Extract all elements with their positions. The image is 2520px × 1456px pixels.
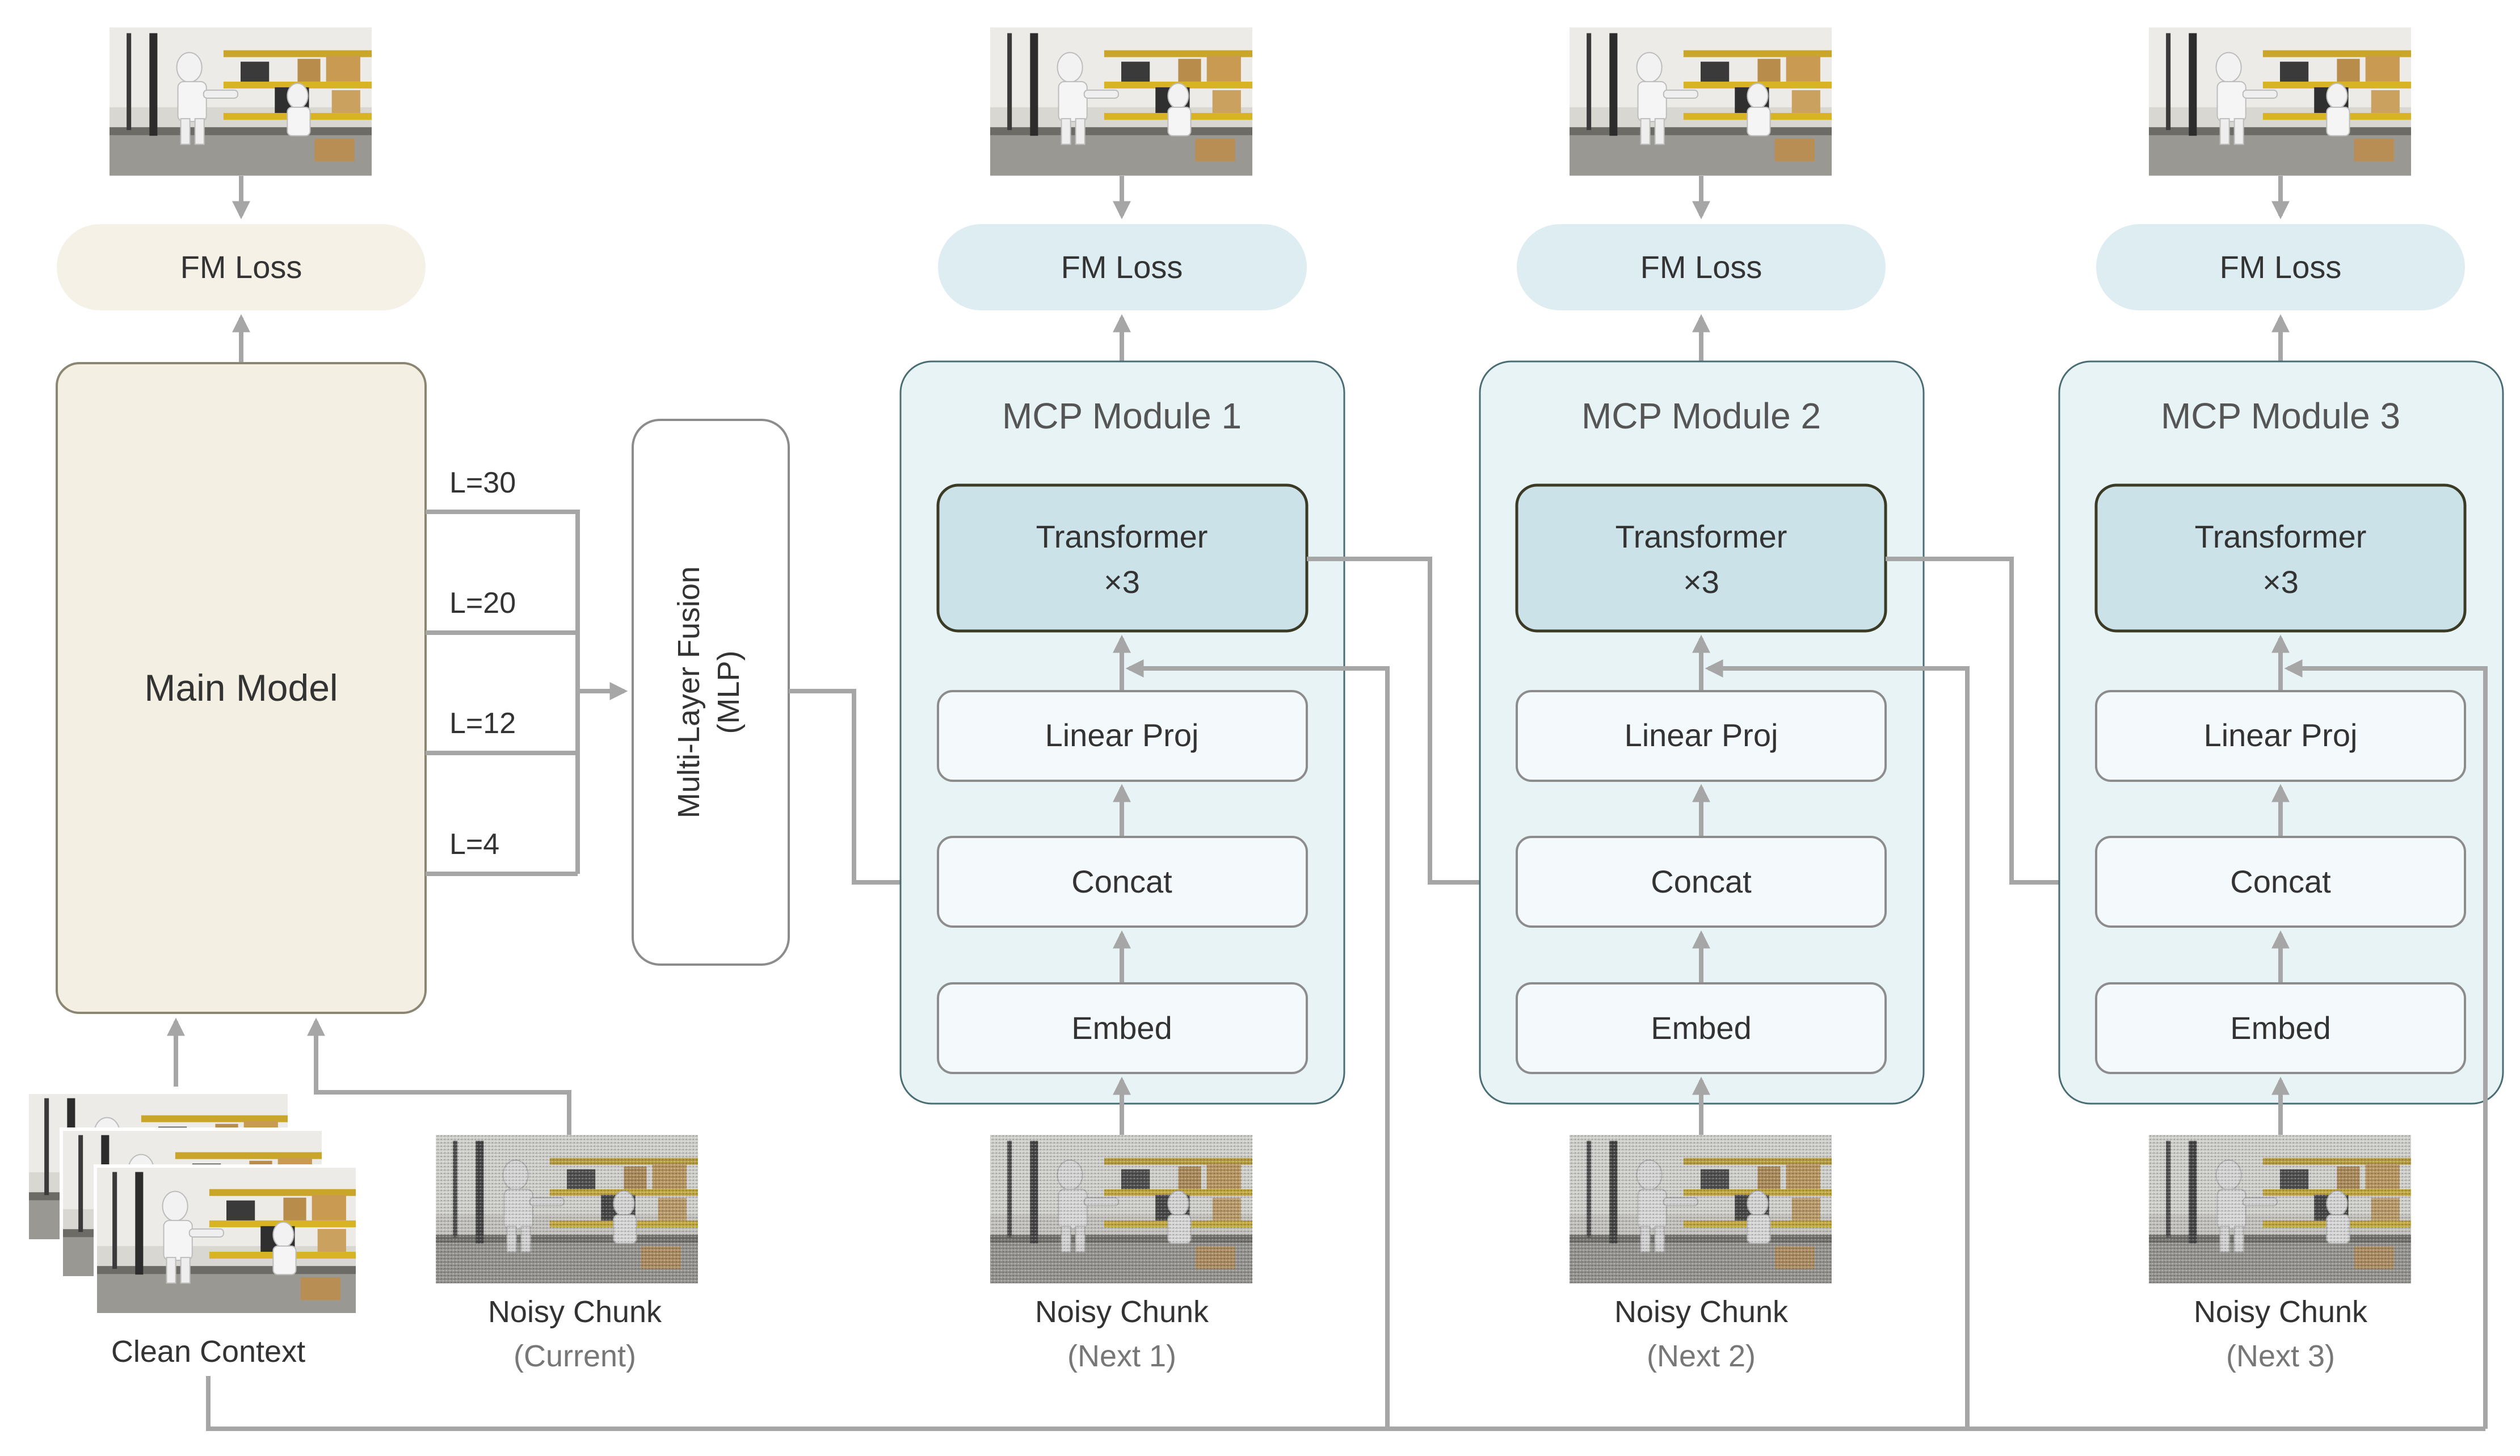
main-model-label: Main Model xyxy=(144,667,338,709)
context-feed-3 xyxy=(2284,659,2488,1429)
module3-concat xyxy=(2095,836,2466,928)
module2-linear-proj-label: Linear Proj xyxy=(1625,717,1778,753)
module2-embed-label: Embed xyxy=(1651,1010,1751,1046)
module3-fm-loss: FM Loss xyxy=(2220,249,2342,285)
fusion-label-line2: (MLP) xyxy=(712,651,746,734)
main-output-image xyxy=(110,27,372,176)
module3-input-label: Noisy Chunk xyxy=(2194,1295,2368,1329)
noisy-current-to-main xyxy=(307,1017,571,1135)
fusion-box xyxy=(632,419,790,966)
module1-title: MCP Module 1 xyxy=(1002,395,1242,436)
noisy-chunk-current: Noisy Chunk (Current) xyxy=(436,1135,698,1373)
main-model-box xyxy=(56,362,427,1014)
main-fm-loss-box xyxy=(57,224,426,310)
noisy-current-sub: (Current) xyxy=(514,1339,636,1373)
clean-context-frame-3 xyxy=(94,1164,359,1316)
module3-concat-label: Concat xyxy=(2230,864,2331,899)
module1-embed-label: Embed xyxy=(1071,1010,1172,1046)
module1-linear-proj xyxy=(937,690,1308,782)
module2-fm-loss-box xyxy=(1517,224,1886,310)
module2-concat-label: Concat xyxy=(1651,864,1752,899)
module1-concat xyxy=(937,836,1308,928)
module1-fm-loss: FM Loss xyxy=(1061,249,1183,285)
module2-transformer-repeat: ×3 xyxy=(1683,564,1719,600)
module2-title: MCP Module 2 xyxy=(1581,395,1821,436)
context-feed-1 xyxy=(1125,659,1390,1429)
mcp-module-2: FM Loss MCP Module 2 Transformer ×3 Line… xyxy=(1479,27,2092,1429)
module2-transformer xyxy=(1515,483,1887,633)
tap-label-l20: L=20 xyxy=(449,587,516,620)
module1-embed xyxy=(937,982,1308,1074)
mcp-module-3: FM Loss MCP Module 3 Transformer ×3 Line… xyxy=(2058,27,2504,1429)
fusion-block: Multi-Layer Fusion (MLP) xyxy=(632,419,935,966)
module1-transformer-repeat: ×3 xyxy=(1104,564,1140,600)
module2-fm-loss: FM Loss xyxy=(1640,249,1762,285)
tap-label-l12: L=12 xyxy=(449,707,516,740)
module3-embed-label: Embed xyxy=(2230,1010,2330,1046)
transformer2-to-concat3 xyxy=(1886,557,2092,891)
module3-linear-proj-label: Linear Proj xyxy=(2204,717,2358,753)
module1-input-sub: (Next 1) xyxy=(1067,1339,1176,1373)
context-bus xyxy=(206,1376,2485,1431)
main-model-column: FM Loss Main Model L=30 L=20 L=12 L=4 xyxy=(56,27,628,1014)
module2-linear-proj xyxy=(1516,690,1887,782)
main-fm-loss-label: FM Loss xyxy=(180,249,302,285)
transformer1-to-concat2 xyxy=(1307,557,1513,891)
module1-transformer xyxy=(936,483,1309,633)
noisy-current-label: Noisy Chunk xyxy=(488,1295,662,1329)
module2-input-sub: (Next 2) xyxy=(1647,1339,1756,1373)
module1-transformer-label: Transformer xyxy=(1036,519,1208,554)
clean-context-label: Clean Context xyxy=(111,1335,305,1369)
module2-concat xyxy=(1516,836,1887,928)
module3-transformer-label: Transformer xyxy=(2195,519,2367,554)
module3-fm-loss-box xyxy=(2096,224,2465,310)
module1-fm-loss-box xyxy=(938,224,1307,310)
module2-input-label: Noisy Chunk xyxy=(1614,1295,1789,1329)
mcp-module-1: FM Loss MCP Module 1 Transformer ×3 Line… xyxy=(899,27,1513,1429)
context-feed-2 xyxy=(1705,659,1970,1429)
module1-linear-proj-label: Linear Proj xyxy=(1045,717,1199,753)
module3-transformer xyxy=(2094,483,2467,633)
module1-input-label: Noisy Chunk xyxy=(1035,1295,1209,1329)
module3-transformer-repeat: ×3 xyxy=(2262,564,2299,600)
module2-embed xyxy=(1516,982,1887,1074)
clean-context: Clean Context xyxy=(26,1091,359,1369)
module1-concat-label: Concat xyxy=(1071,864,1172,899)
module2-transformer-label: Transformer xyxy=(1616,519,1787,554)
module3-embed xyxy=(2095,982,2466,1074)
module3-title: MCP Module 3 xyxy=(2161,395,2400,436)
fusion-to-concat1 xyxy=(789,689,935,891)
tap-label-l30: L=30 xyxy=(449,466,516,499)
fusion-label-line1: Multi-Layer Fusion xyxy=(672,566,706,818)
module3-input-sub: (Next 3) xyxy=(2226,1339,2335,1373)
tap-label-l4: L=4 xyxy=(449,828,499,861)
module3-linear-proj xyxy=(2095,690,2466,782)
tap-wire-l30 xyxy=(426,510,580,874)
